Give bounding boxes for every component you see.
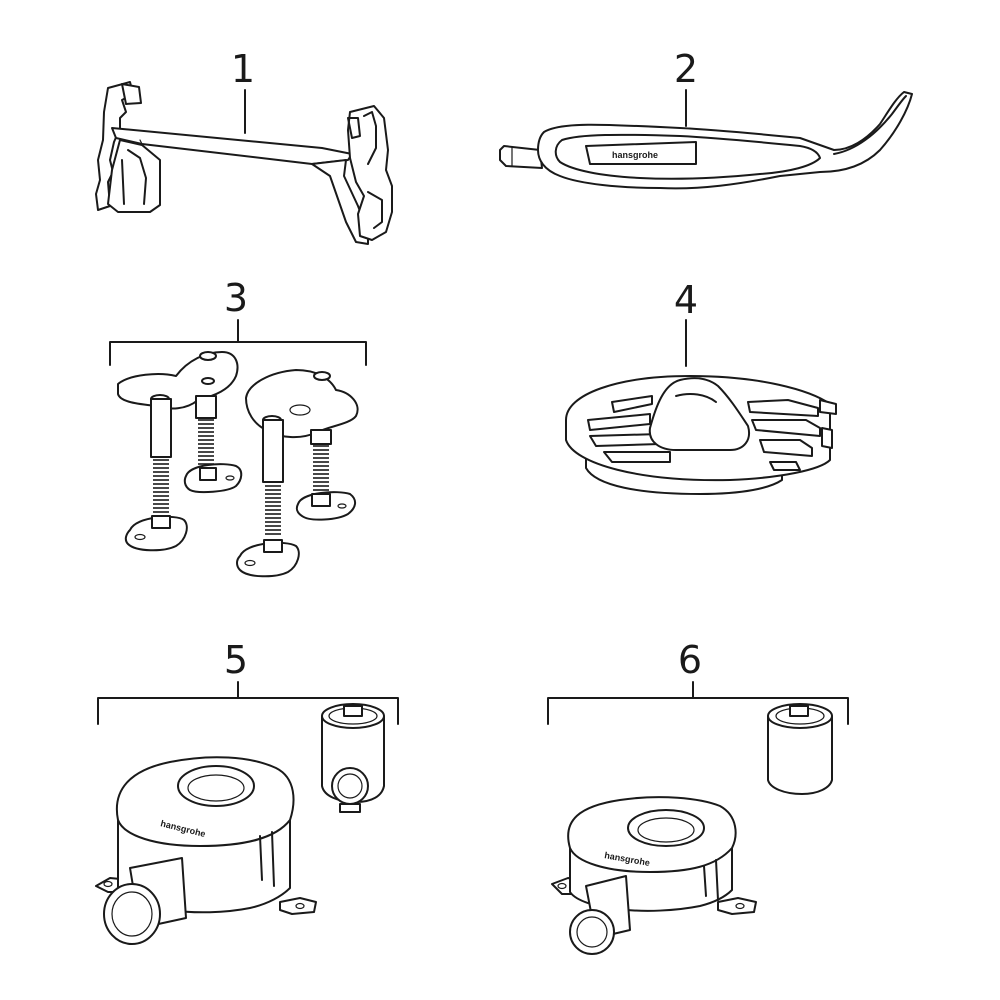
part-3-bracket <box>109 341 367 366</box>
part-6-bracket <box>547 697 849 725</box>
part-6-compact-drain-body: 6 hansgrohe <box>547 638 849 955</box>
thread-right-rear <box>313 445 329 491</box>
part-6-odour-trap <box>767 703 833 795</box>
part-1-number: 1 <box>231 47 255 91</box>
part-3-number: 3 <box>224 276 248 320</box>
part-3-levelling-feet-set: 3 <box>109 276 367 578</box>
part-5-odour-trap <box>321 703 385 813</box>
part-5-bracket <box>97 697 399 725</box>
thread-left-front <box>153 459 169 513</box>
thread-right-front <box>265 485 281 535</box>
part-2-assembly-key: 2 hansgrohe <box>499 47 913 190</box>
thread-left-rear <box>198 419 214 465</box>
part-2-number: 2 <box>674 47 698 91</box>
brand-plate <box>585 141 697 165</box>
part-4-strainer-insert: 4 <box>565 278 837 495</box>
part-5-number: 5 <box>224 638 248 682</box>
part-4-number: 4 <box>674 278 698 322</box>
brand-text-key: hansgrohe <box>612 150 658 160</box>
part-6-number: 6 <box>678 638 702 682</box>
part-5-drain-body: 5 hansgrohe <box>95 638 399 945</box>
part-1-installation-bracket: 1 <box>95 47 393 245</box>
